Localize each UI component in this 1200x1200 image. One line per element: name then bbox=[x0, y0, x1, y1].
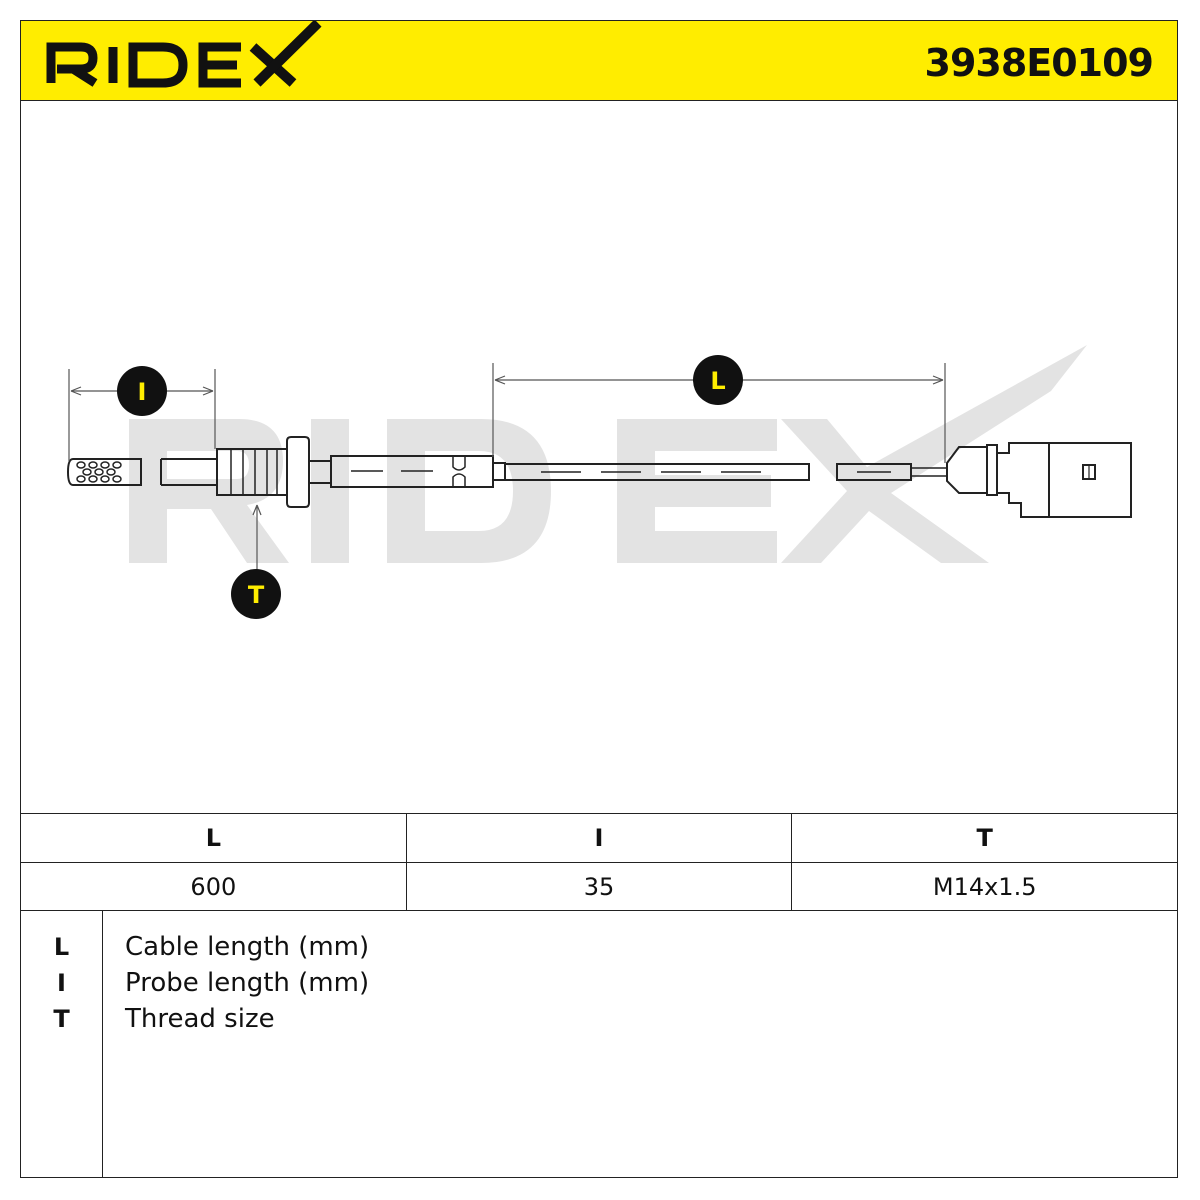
callout-probe-length: I bbox=[117, 366, 167, 416]
legend-item: L Cable length (mm) bbox=[21, 929, 1177, 965]
sensor-drawing: I L T bbox=[66, 345, 1132, 619]
legend-key: T bbox=[53, 1005, 70, 1033]
spec-value-thread-size: M14x1.5 bbox=[932, 873, 1037, 901]
callout-cable-length: L bbox=[693, 355, 743, 405]
spec-header-row: L I T bbox=[21, 814, 1177, 863]
spec-header-cable-length: L bbox=[21, 814, 407, 862]
connector-plug bbox=[996, 442, 1132, 518]
spec-table: L I T 600 35 M14x1.5 bbox=[21, 813, 1177, 911]
spec-header-probe-length: I bbox=[407, 814, 793, 862]
svg-text:T: T bbox=[248, 581, 265, 609]
legend-item: T Thread size bbox=[21, 1001, 1177, 1037]
legend-divider bbox=[102, 911, 103, 1177]
legend-item: I Probe length (mm) bbox=[21, 965, 1177, 1001]
legend-key: L bbox=[53, 933, 70, 961]
legend-desc: Probe length (mm) bbox=[125, 968, 370, 998]
probe-holes bbox=[76, 461, 122, 483]
spec-value-cable-length: 600 bbox=[21, 863, 407, 911]
technical-drawing: I L T bbox=[21, 101, 1177, 813]
spec-header-thread-size: T bbox=[976, 824, 993, 852]
legend-desc: Cable length (mm) bbox=[125, 932, 370, 962]
svg-text:I: I bbox=[138, 378, 147, 406]
cable-end bbox=[836, 463, 912, 481]
cable bbox=[504, 463, 810, 481]
legend: L Cable length (mm) I Probe length (mm) … bbox=[21, 911, 1177, 1177]
spec-value-row: 600 35 M14x1.5 bbox=[21, 863, 1177, 911]
header-bar: 3938E0109 bbox=[21, 21, 1177, 101]
legend-desc: Thread size bbox=[125, 1004, 275, 1034]
dimension-thread-leader bbox=[252, 504, 262, 573]
part-number: 3938E0109 bbox=[924, 41, 1154, 85]
hex-nut bbox=[286, 436, 310, 508]
svg-text:L: L bbox=[710, 367, 725, 395]
datasheet: 3938E0109 bbox=[20, 20, 1178, 1178]
probe-tip bbox=[66, 458, 142, 486]
connector-boot bbox=[946, 446, 988, 494]
callout-thread-size: T bbox=[231, 569, 281, 619]
spec-value-probe-length: 35 bbox=[407, 863, 793, 911]
watermark-logo bbox=[129, 345, 1087, 563]
ridex-logo bbox=[46, 21, 322, 88]
legend-key: I bbox=[57, 969, 66, 997]
